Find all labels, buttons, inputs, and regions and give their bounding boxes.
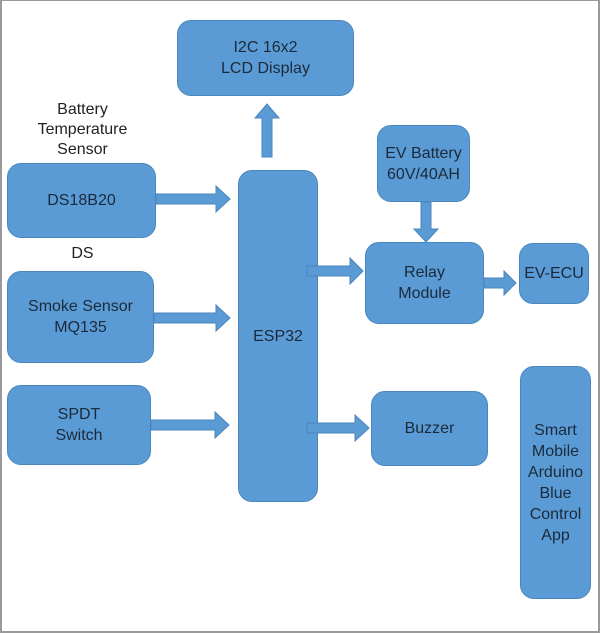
arrow-esp32-to-buzzer (306, 413, 370, 443)
arrow-relay-to-ecu (483, 269, 517, 297)
esp32-block: ESP32 (238, 170, 318, 502)
arrow-smoke-to-esp32 (153, 303, 231, 333)
ds18b20-block: DS18B20 (7, 163, 156, 238)
arrow-esp32-to-relay (306, 256, 364, 286)
battery-temperature-sensor-label: Battery Temperature Sensor (37, 101, 128, 158)
ev-ecu-block: EV-ECU (519, 243, 589, 304)
relay-module-block: Relay Module (365, 242, 484, 324)
arrow-battery-to-relay (412, 201, 440, 243)
arrow-esp32-to-lcd (253, 103, 281, 158)
mobile-app-block: Smart Mobile Arduino Blue Control App (520, 366, 591, 599)
lcd-display-block: I2C 16x2 LCD Display (177, 20, 354, 96)
smoke-sensor-block: Smoke Sensor MQ135 (7, 271, 154, 363)
arrow-spdt-to-esp32 (150, 410, 230, 440)
arrow-ds18b20-to-esp32 (155, 184, 231, 214)
buzzer-block: Buzzer (371, 391, 488, 466)
ev-battery-block: EV Battery 60V/40AH (377, 125, 470, 202)
ds-label: DS (71, 245, 94, 262)
